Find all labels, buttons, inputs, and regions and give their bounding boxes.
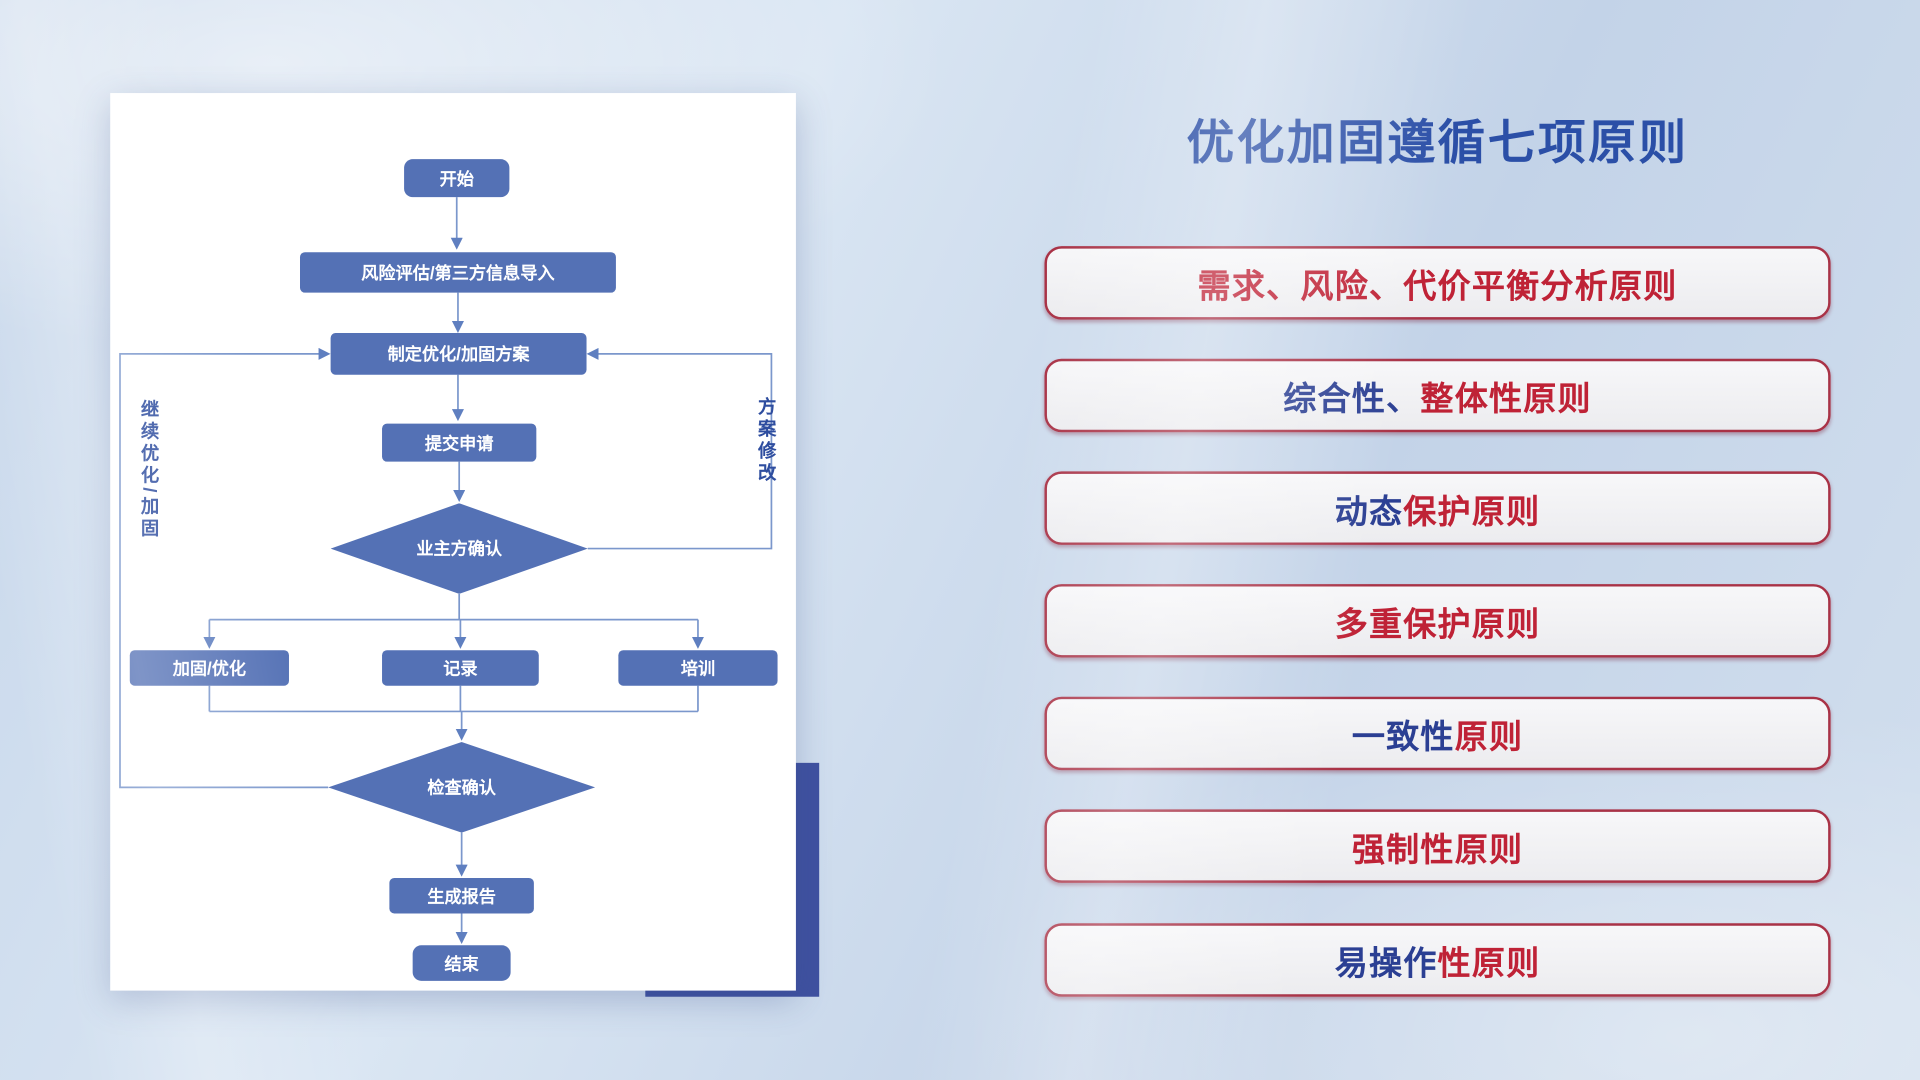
principle-pill-2: 综合性、整体性原则 (1044, 358, 1831, 433)
flowchart-card: 开始 风险评估/第三方信息导入 制定优化/加固方案 提交申请 业主方确认 加固/… (110, 93, 796, 991)
principle-text-4: 多重保护原则 (1334, 605, 1541, 643)
flow-node-report: 生成报告 (389, 877, 534, 914)
flow-node-risk-import: 风险评估/第三方信息导入 (300, 252, 616, 293)
flowchart-connectors (119, 197, 773, 945)
panel-title: 优化加固遵循七项原则 (1186, 117, 1689, 171)
flow-node-submit: 提交申请 (382, 423, 537, 462)
flow-node-end: 结束 (412, 945, 511, 981)
principle-pill-4: 多重保护原则 (1044, 584, 1831, 658)
principle-pill-6: 强制性原则 (1044, 809, 1831, 883)
principle-pill-3: 动态保护原则 (1044, 471, 1831, 545)
flow-node-reinforce: 加固/优化 (129, 650, 289, 686)
flow-node-make-plan: 制定优化/加固方案 (330, 333, 587, 375)
principle-text-3: 动态保护原则 (1334, 492, 1541, 530)
left-loop-label: 继续优化/加固 (138, 399, 160, 541)
principle-pill-1: 需求、风险、代价平衡分析原则 (1044, 246, 1831, 320)
principle-text-2: 综合性、整体性原则 (1283, 380, 1592, 417)
principle-pill-7: 易操作性原则 (1044, 923, 1831, 997)
principle-text-5: 一致性原则 (1351, 718, 1524, 755)
principle-text-6: 强制性原则 (1351, 830, 1524, 868)
principle-text-1: 需求、风险、代价平衡分析原则 (1197, 267, 1678, 305)
flow-node-record: 记录 (382, 650, 539, 686)
flow-node-training: 培训 (618, 650, 778, 686)
right-loop-label: 方案修改 (755, 396, 777, 485)
principle-text-7: 易操作性原则 (1334, 944, 1541, 982)
principle-pill-5: 一致性原则 (1044, 696, 1831, 771)
flow-node-start: 开始 (404, 159, 510, 198)
